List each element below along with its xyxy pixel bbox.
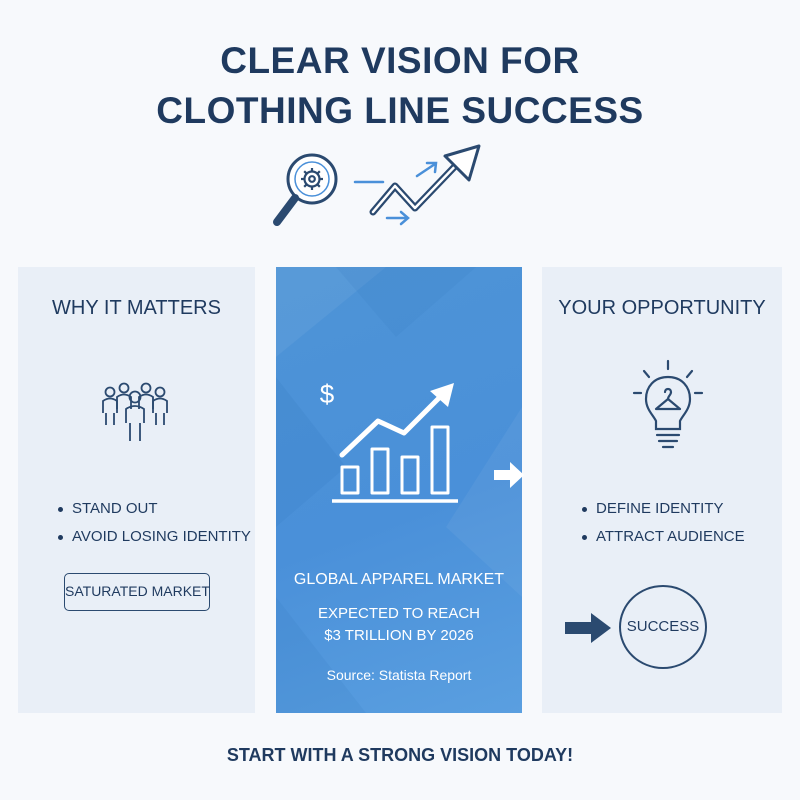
people-group-icon xyxy=(102,382,168,441)
arrow-right-icon xyxy=(494,462,524,488)
background-decoration xyxy=(276,267,522,713)
saturated-market-tag: SATURATED MARKET xyxy=(64,573,210,611)
stat-line-2: $3 TRILLION BY 2026 xyxy=(324,627,474,644)
magnifier-gear-growth-arrow-icon xyxy=(273,144,481,226)
stat-heading: GLOBAL APPAREL MARKET xyxy=(293,571,505,588)
list-item: ATTRACT AUDIENCE xyxy=(582,523,745,551)
why-it-matters-panel: WHY IT MATTERS STAND OUT AVOID LOSING ID… xyxy=(18,267,255,713)
title-line-2: CLOTHING LINE SUCCESS xyxy=(156,90,644,131)
lightbulb-hanger-icon xyxy=(632,359,704,449)
dollar-bar-chart-growth-icon xyxy=(332,383,458,503)
list-item: AVOID LOSING IDENTITY xyxy=(58,523,251,551)
list-item: STAND OUT xyxy=(58,495,251,523)
call-to-action-footer: START WITH A STRONG VISION TODAY! xyxy=(226,745,574,765)
title-line-1: CLEAR VISION FOR xyxy=(220,40,580,81)
success-badge: SUCCESS xyxy=(619,585,707,669)
your-opportunity-bullets: DEFINE IDENTITY ATTRACT AUDIENCE xyxy=(582,495,745,551)
why-it-matters-bullets: STAND OUT AVOID LOSING IDENTITY xyxy=(58,495,251,551)
page-title: CLEAR VISION FOR CLOTHING LINE SUCCESS xyxy=(0,36,800,136)
stat-source: Source: Statista Report xyxy=(326,667,472,683)
list-item: DEFINE IDENTITY xyxy=(582,495,745,523)
stat-line-1: EXPECTED TO REACH xyxy=(318,605,480,622)
dollar-sign: $ xyxy=(319,379,335,409)
market-stat-panel: $ GLOBAL APPAREL MARKET EXPECTED TO REAC… xyxy=(276,267,522,713)
why-it-matters-title: WHY IT MATTERS xyxy=(52,297,221,319)
your-opportunity-title: YOUR OPPORTUNITY xyxy=(558,297,766,319)
arrow-right-icon xyxy=(565,613,611,643)
